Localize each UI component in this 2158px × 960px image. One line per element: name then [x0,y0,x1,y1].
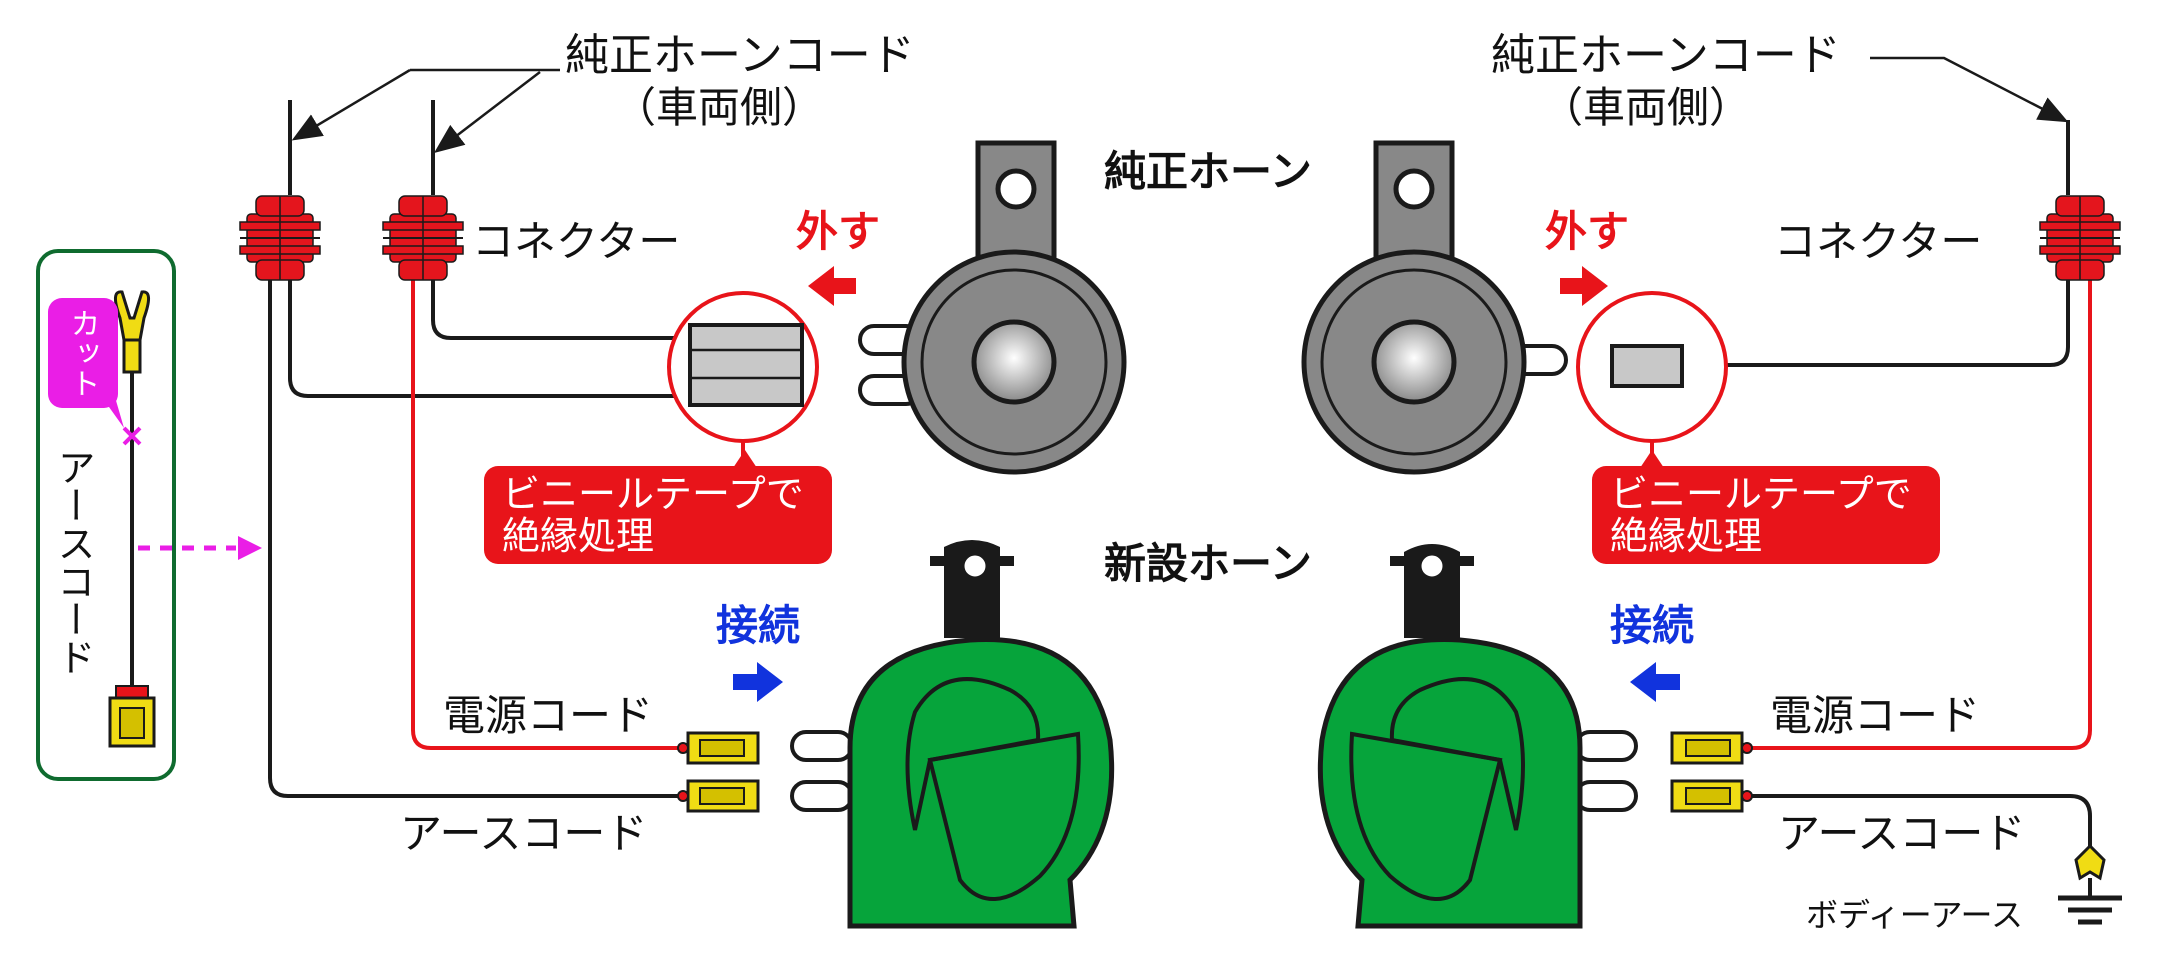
remove-label-left: 外す [796,207,880,256]
arrow-icon [808,266,856,306]
arrow-icon [1560,266,1608,306]
horn-tab [1574,730,1638,762]
insulate-label-right-2: 絶縁処理 [1610,514,1762,558]
earth-wire-right [1742,794,2092,846]
power-wire-right [1742,275,2092,750]
horn-tab [790,730,854,762]
ground-symbol-icon [2058,843,2122,925]
leader-arrow-1 [291,68,411,141]
arrow-icon [733,662,783,702]
oem-cord-label-right: 純正ホーンコード [1491,30,1841,81]
connector-label-right: コネクター [1774,217,1982,266]
connector-icon [239,195,321,281]
spade-terminal-icon [1670,779,1754,813]
connector-icon [382,195,464,281]
connect-label-right: 接続 [1610,601,1694,650]
leader-line-right [1870,56,2069,123]
oem-cord-label-left: 純正ホーンコード [565,30,915,81]
spade-terminal-icon [114,290,150,342]
earth-cord-label-left: アースコード [400,809,647,858]
horn-tab [1574,780,1638,812]
cut-mark-icon [122,426,142,446]
insulate-label-right-1: ビニールテープで [1610,472,1912,516]
remove-label-right: 外す [1545,207,1629,256]
new-horn-left [790,540,1115,929]
new-horn-right [1317,544,1638,929]
insulate-label-left-2: 絶縁処理 [502,514,654,558]
earth-cord-inset-label: アースコード [51,448,95,676]
power-wire-left [411,275,688,750]
body-earth-label: ボディーアース [1806,896,2023,934]
arrow-icon [1630,662,1680,702]
spade-terminal-icon [1670,731,1754,765]
oem-cord-sublabel-right: （車両側） [1541,83,1751,132]
snail-horn-icon [1317,636,1583,929]
earth-cord-label-right: アースコード [1778,809,2025,858]
oem-horn-left [858,140,1127,475]
connect-label-left: 接続 [716,601,800,650]
spade-terminal-icon [676,731,760,765]
new-horn-title: 新設ホーン [1104,539,1312,588]
connector-to-plug-wire-2 [288,275,690,398]
arrow-icon [238,536,262,560]
oem-horn-title: 純正ホーン [1104,147,1312,196]
earth-wire-left [268,275,688,798]
connector-to-plug-wire-1 [431,275,690,340]
removed-plug-left [667,291,819,462]
cut-label: カット [65,308,100,398]
leader-arrow-2 [434,71,541,154]
removed-plug-right [1576,291,1728,462]
earth-cord-inset [36,249,176,781]
spade-terminal-icon [676,779,760,813]
horn-tab [790,780,854,812]
connector-to-plug-wire-right [1682,275,2070,367]
insulate-callout-right [1592,450,1940,564]
snail-horn-icon [847,636,1115,929]
power-cord-label-left: 電源コード [443,691,653,740]
insulate-label-left-1: ビニールテープで [502,472,804,516]
connector-label-left: コネクター [472,217,680,266]
connector-icon [2039,195,2121,281]
oem-horn-right [1301,140,1568,475]
insulate-callout-left [484,450,832,564]
oem-cord-sublabel-left: （車両側） [614,83,824,132]
power-cord-label-right: 電源コード [1770,691,1980,740]
